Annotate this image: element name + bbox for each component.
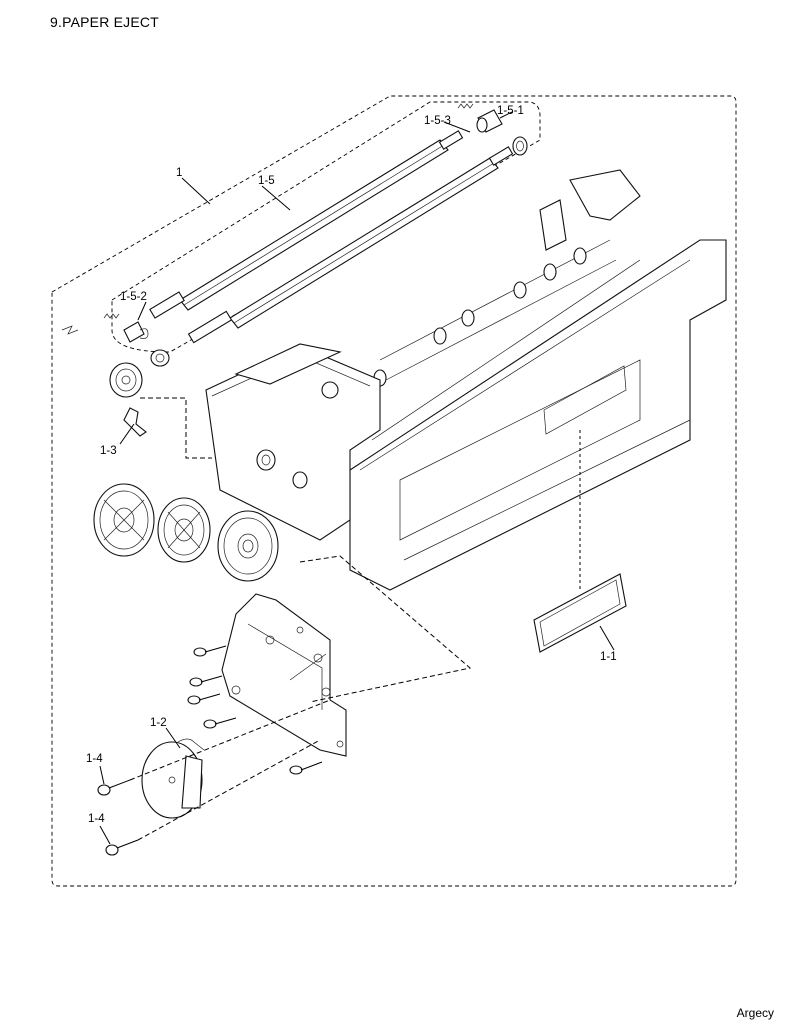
screw-1 — [193, 645, 227, 657]
gear-large-1 — [93, 483, 155, 557]
screw-5 — [289, 761, 323, 775]
bushing-1-5-1 — [476, 109, 528, 156]
label-sheet-1-1 — [533, 430, 627, 653]
gear-small — [109, 362, 143, 398]
screw-4 — [203, 717, 237, 729]
eject-roller-lower — [187, 146, 514, 344]
gear-large-3 — [217, 510, 279, 582]
assembly-boundary-1-5 — [111, 101, 541, 353]
callout-1-5-2: 1-5-2 — [120, 291, 147, 303]
screw-set — [97, 645, 323, 856]
callout-1-2: 1-2 — [150, 717, 167, 729]
motor-bracket — [221, 593, 347, 757]
page-title: 9.PAPER EJECT — [50, 14, 159, 30]
screw-1-4a — [97, 779, 131, 796]
eject-roller-upper — [149, 130, 464, 319]
lever-1-3 — [123, 407, 147, 437]
gear-large-2 — [157, 497, 211, 563]
callout-1-5-1: 1-5-1 — [497, 105, 524, 117]
callout-1-4-lower: 1-4 — [88, 813, 105, 825]
roller-row — [373, 247, 587, 387]
eject-frame-chassis — [205, 169, 727, 591]
callout-1-5: 1-5 — [258, 175, 275, 187]
assembly-boundary-1 — [51, 95, 737, 887]
motor-1-2 — [141, 738, 205, 819]
callout-1-3: 1-3 — [100, 445, 117, 457]
callout-1-5-3: 1-5-3 — [424, 115, 451, 127]
callout-1-4-upper: 1-4 — [86, 753, 103, 765]
callout-labels: 1 1-5 1-5-1 1-5-3 1-5-2 1-3 1-1 1-2 1-4 … — [86, 105, 617, 825]
callout-1: 1 — [176, 167, 182, 179]
leader-lines — [99, 111, 615, 845]
bushing-1-5-2 — [61, 313, 170, 367]
spring-1-5-3 — [457, 103, 474, 109]
footer-brand: Argecy — [736, 1006, 774, 1020]
screw-1-4b — [105, 839, 139, 856]
screw-3 — [187, 693, 221, 705]
callout-1-1: 1-1 — [600, 651, 617, 663]
screw-2 — [189, 675, 223, 687]
